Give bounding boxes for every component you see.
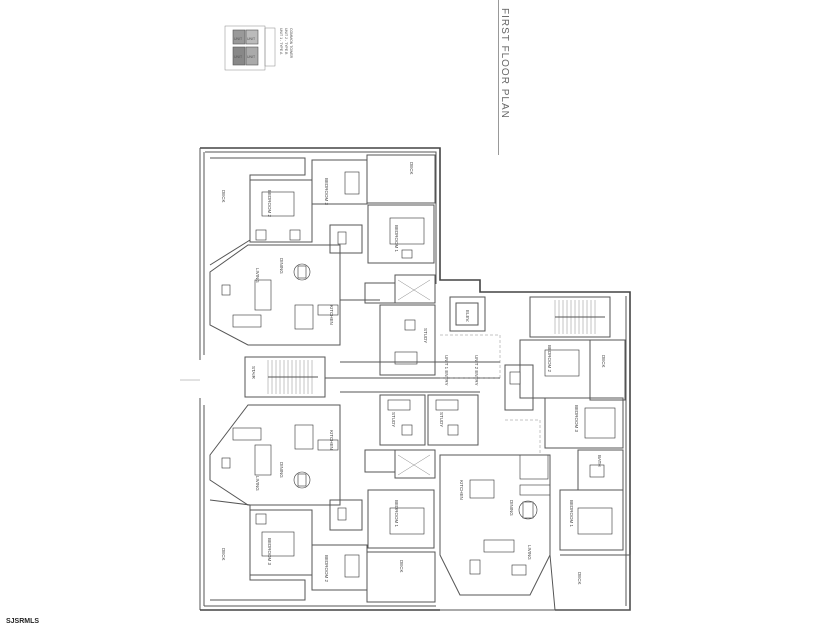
label-kitchen-a: KITCHEN	[329, 305, 334, 325]
label-elev: ELEV.	[465, 310, 470, 322]
label-study-n: STUDY	[423, 328, 428, 343]
stair-west-treads	[267, 360, 318, 394]
key-plan: UNIT UNIT UNIT UNIT UNIT 1 - TYPE A UNIT…	[224, 25, 293, 71]
label-deck-ne: DECK	[409, 162, 414, 175]
title-rule	[498, 0, 499, 155]
key-label-3: UNIT	[234, 55, 243, 59]
building-outline	[180, 147, 631, 611]
stair-east-treads	[554, 300, 605, 334]
label-living-b: LIVING	[255, 476, 260, 491]
label-unit-entry-2: UNIT 2 ENTRY	[474, 355, 479, 386]
label-dining-c: DINING	[509, 500, 514, 516]
label-bedroom-2b: BEDROOM 2	[324, 555, 329, 583]
label-kitchen-c: KITCHEN	[459, 480, 464, 500]
label-dining-b: DINING	[279, 462, 284, 478]
key-label-4: UNIT	[247, 55, 256, 59]
label-deck-se: DECK	[577, 572, 582, 585]
unit-c	[439, 339, 631, 611]
label-stair-w: STAIR	[251, 366, 256, 380]
label-study-s2: STUDY	[439, 412, 444, 427]
label-bedroom-1a: BEDROOM 1	[394, 225, 399, 253]
label-bedroom-3c: BEDROOM 3	[574, 405, 579, 433]
key-note-2: UNIT 2 - TYPE B	[284, 28, 288, 55]
label-bedroom-2c: BEDROOM 2	[547, 345, 552, 373]
key-note-3: COMMON TOWER	[289, 28, 293, 59]
mls-credit: SJSRMLS	[6, 618, 40, 625]
central-core	[244, 296, 611, 446]
unit-b	[209, 404, 436, 603]
key-label-2: UNIT	[247, 37, 256, 41]
key-note-1: UNIT 1 - TYPE A	[279, 28, 283, 55]
label-bath: BATH	[597, 455, 602, 467]
label-deck-s: DECK	[399, 560, 404, 573]
label-living-a: LIVING	[255, 268, 260, 283]
room-labels: DECK DECK BEDROOM 3 BEDROOM 2 BEDROOM 1 …	[221, 162, 606, 585]
label-unit-entry-1: UNIT 1 ENTRY	[444, 355, 449, 386]
unit-a	[209, 154, 436, 376]
label-living-c: LIVING	[527, 545, 532, 560]
label-kitchen-b: KITCHEN	[329, 430, 334, 450]
label-bedroom-1b: BEDROOM 1	[394, 500, 399, 528]
label-bedroom-2a: BEDROOM 2	[267, 190, 272, 218]
plan-title: FIRST FLOOR PLAN	[499, 8, 510, 119]
key-label-1: UNIT	[234, 37, 243, 41]
label-dining-a: DINING	[279, 258, 284, 274]
label-deck-nw: DECK	[221, 190, 226, 203]
label-deck-sw: DECK	[221, 548, 226, 561]
label-deck-e: DECK	[601, 355, 606, 368]
label-bedroom-1c: BEDROOM 1	[569, 500, 574, 528]
label-bedroom-3b: BEDROOM 3	[267, 538, 272, 566]
label-study-s1: STUDY	[391, 412, 396, 427]
label-bedroom-3a: BEDROOM 3	[324, 178, 329, 206]
